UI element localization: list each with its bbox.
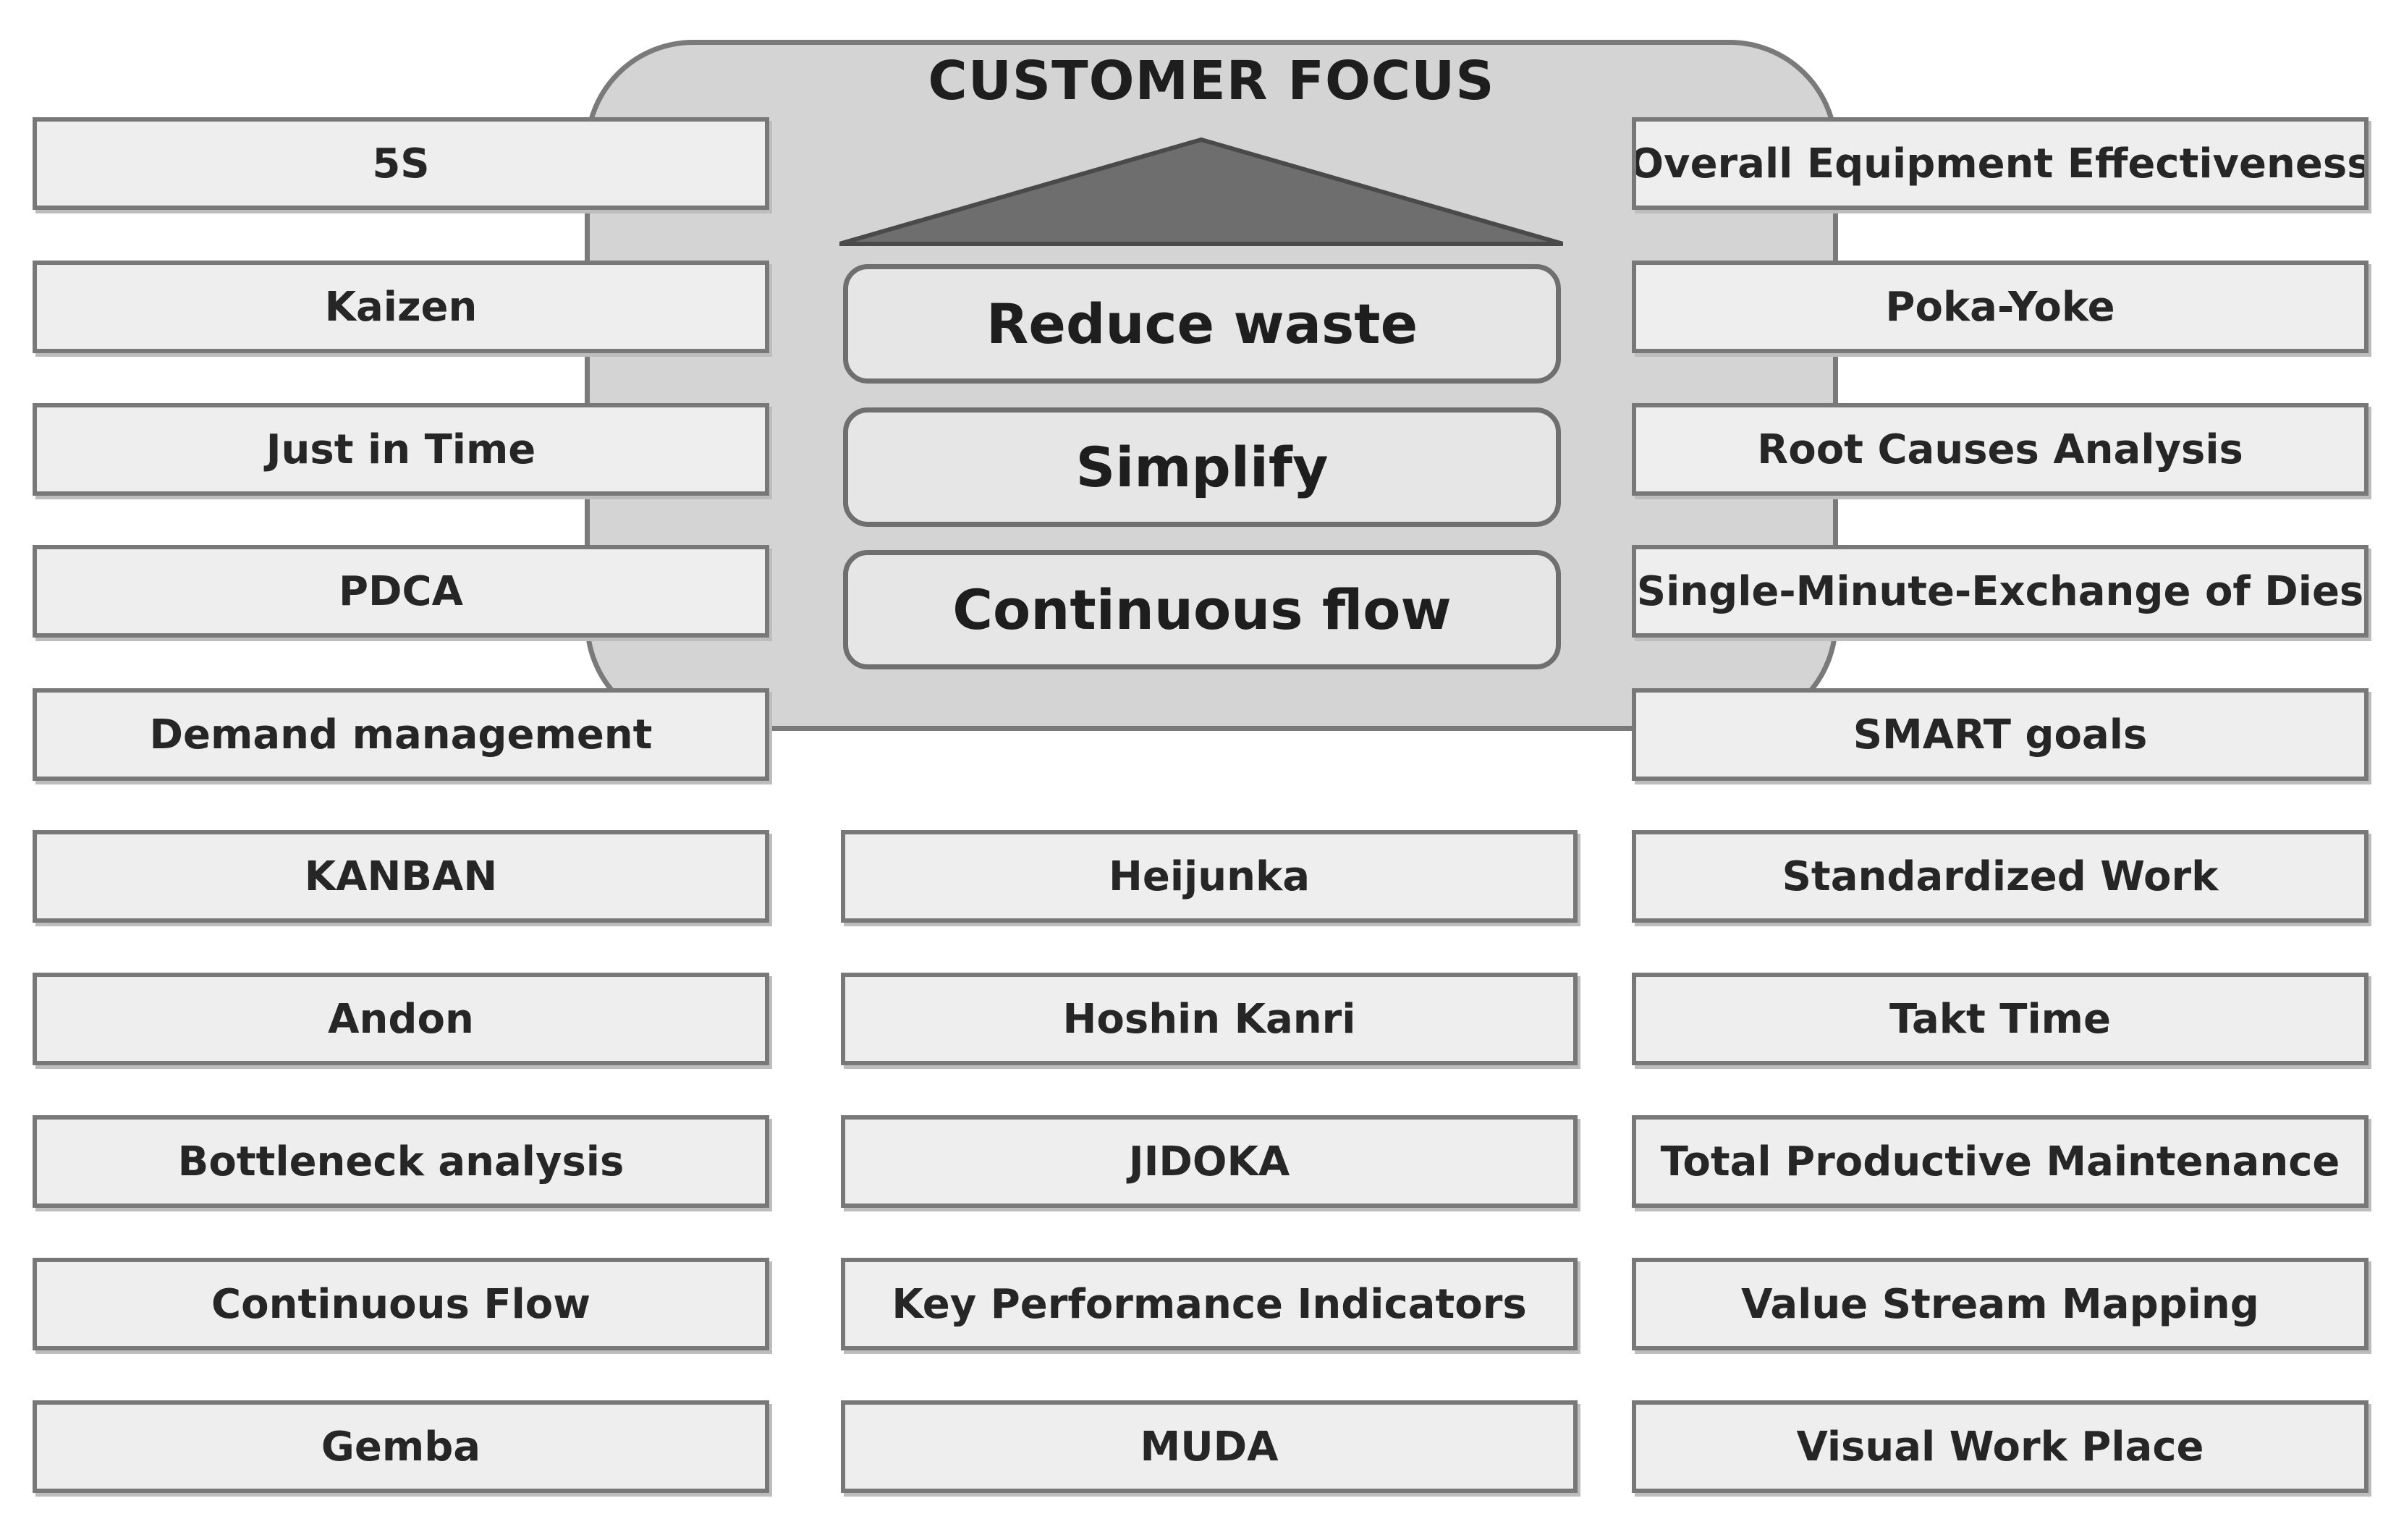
tool-box-left-2: Kaizen xyxy=(33,261,769,353)
tool-box-right-6: Standardized Work xyxy=(1632,830,2369,923)
principle-continuous-flow: Continuous flow xyxy=(843,550,1561,669)
tool-box-left-1: 5S xyxy=(33,117,769,210)
tool-box-right-5: SMART goals xyxy=(1632,688,2369,781)
tool-box-left-6: KANBAN xyxy=(33,830,769,923)
tool-box-right-2: Poka-Yoke xyxy=(1632,261,2369,353)
tool-box-middle-2: Hoshin Kanri xyxy=(841,973,1578,1065)
tool-box-right-9: Value Stream Mapping xyxy=(1632,1258,2369,1350)
principle-reduce-waste: Reduce waste xyxy=(843,264,1561,384)
house-title: CUSTOMER FOCUS xyxy=(928,50,1495,112)
tool-box-left-4: PDCA xyxy=(33,545,769,638)
tool-box-right-4: Single-Minute-Exchange of Dies xyxy=(1632,545,2369,638)
tool-box-middle-1: Heijunka xyxy=(841,830,1578,923)
principle-simplify: Simplify xyxy=(843,407,1561,527)
tool-box-left-8: Bottleneck analysis xyxy=(33,1115,769,1208)
tool-box-right-1: Overall Equipment Effectiveness xyxy=(1632,117,2369,210)
tool-box-right-7: Takt Time xyxy=(1632,973,2369,1065)
roof-triangle xyxy=(839,137,1563,246)
tool-box-right-8: Total Productive Maintenance xyxy=(1632,1115,2369,1208)
tool-box-middle-5: MUDA xyxy=(841,1400,1578,1493)
tool-box-left-7: Andon xyxy=(33,973,769,1065)
tool-box-right-10: Visual Work Place xyxy=(1632,1400,2369,1493)
tool-box-middle-4: Key Performance Indicators xyxy=(841,1258,1578,1350)
tool-box-left-3: Just in Time xyxy=(33,403,769,496)
tool-box-left-5: Demand management xyxy=(33,688,769,781)
tool-box-left-10: Gemba xyxy=(33,1400,769,1493)
tool-box-left-9: Continuous Flow xyxy=(33,1258,769,1350)
tool-box-middle-3: JIDOKA xyxy=(841,1115,1578,1208)
tool-box-right-3: Root Causes Analysis xyxy=(1632,403,2369,496)
